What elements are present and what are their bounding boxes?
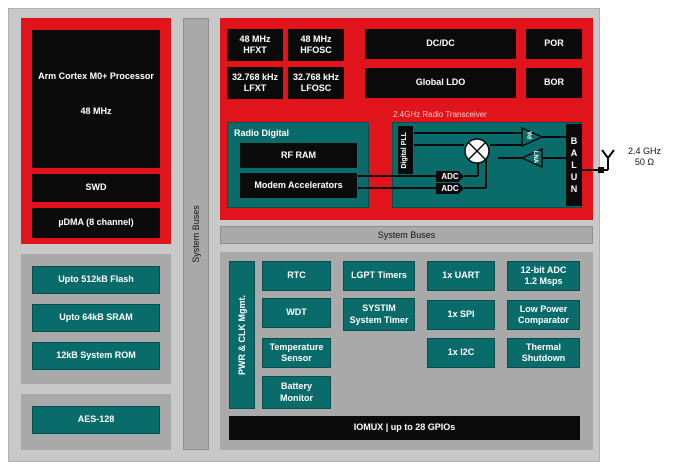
i2c-block: 1x I2C: [427, 338, 495, 368]
balun-letter: N: [570, 184, 578, 194]
udma-block: µDMA (8 channel): [32, 208, 160, 238]
adc-block-2: ADC: [436, 183, 464, 194]
balun-block: B A L U N: [566, 124, 582, 206]
systim-block: SYSTIM System Timer: [343, 298, 415, 331]
adc-12bit-block: 12-bit ADC 1.2 Msps: [507, 261, 580, 291]
lna-symbol: [520, 147, 543, 169]
spi-block: 1x SPI: [427, 300, 495, 330]
antenna-right: [607, 149, 615, 159]
comparator-block: Low Power Comparator: [507, 300, 580, 330]
swd-block: SWD: [32, 174, 160, 202]
ldo-block: Global LDO: [365, 68, 516, 98]
bor-block: BOR: [526, 68, 582, 98]
radio-digital-label: Radio Digital: [234, 128, 290, 138]
pa-label: PA: [527, 131, 534, 139]
pa-symbol: [521, 126, 544, 148]
transceiver-label: 2.4GHz Radio Transceiver: [393, 110, 487, 119]
wdt-block: WDT: [262, 298, 331, 328]
por-block: POR: [526, 29, 582, 59]
balun-letter: B: [570, 136, 578, 146]
antenna-label: 2.4 GHz 50 Ω: [628, 146, 662, 167]
cpu-freq: 48 MHz: [80, 106, 112, 117]
flash-block: Upto 512kB Flash: [32, 266, 160, 294]
thermal-shutdown-block: Thermal Shutdown: [507, 338, 580, 368]
modem-block: Modem Accelerators: [240, 173, 357, 198]
pll-label: Digital PLL: [401, 131, 409, 169]
pwr-clk-label: PWR & CLK Mgmt.: [237, 295, 247, 375]
uart-block: 1x UART: [427, 261, 495, 291]
battery-monitor-block: Battery Monitor: [262, 376, 331, 409]
balun-letter: A: [570, 148, 578, 158]
adc-block-1: ADC: [436, 171, 464, 182]
hfxt-block: 48 MHz HFXT: [227, 29, 283, 61]
system-bus-horizontal: System Buses: [220, 226, 593, 244]
system-bus-vertical: System Buses: [183, 18, 209, 450]
dcdc-block: DC/DC: [365, 29, 516, 59]
cpu-label: Arm Cortex M0+ Processor: [38, 71, 154, 81]
antenna-port: [598, 167, 604, 173]
balun-letter: U: [570, 172, 578, 182]
pwr-clk-block: PWR & CLK Mgmt.: [229, 261, 255, 409]
antenna-left: [601, 149, 609, 159]
sram-block: Upto 64kB SRAM: [32, 304, 160, 332]
rf-ram-block: RF RAM: [240, 143, 357, 168]
lfosc-block: 32.768 kHz LFOSC: [288, 67, 344, 99]
balun-letter: L: [571, 160, 577, 170]
aes-block: AES-128: [32, 406, 160, 434]
lfxt-block: 32.768 kHz LFXT: [227, 67, 283, 99]
iomux-block: IOMUX | up to 28 GPIOs: [229, 416, 580, 440]
hfosc-block: 48 MHz HFOSC: [288, 29, 344, 61]
lna-label: LNA: [532, 150, 539, 164]
lgpt-block: LGPT Timers: [343, 261, 415, 291]
rtc-block: RTC: [262, 261, 331, 291]
temp-sensor-block: Temperature Sensor: [262, 338, 331, 368]
pll-block: Digital PLL: [398, 126, 413, 174]
cpu-block: Arm Cortex M0+ Processor 48 MHz: [32, 30, 160, 168]
rom-block: 12kB System ROM: [32, 342, 160, 370]
